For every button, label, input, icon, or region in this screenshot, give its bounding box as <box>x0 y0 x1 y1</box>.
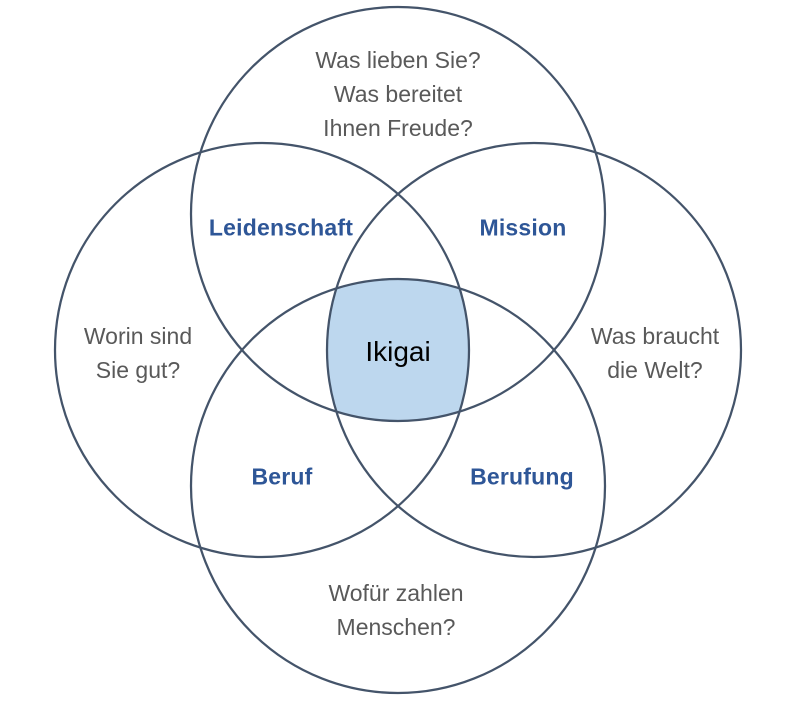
label-passion: Leidenschaft <box>208 214 354 241</box>
circle-paid-for <box>189 277 607 695</box>
circle-love <box>189 5 607 423</box>
question-love: Was lieben Sie? Was bereitet Ihnen Freud… <box>315 43 480 145</box>
question-love-line-1: Was lieben Sie? <box>315 47 481 73</box>
question-world-needs-line-1: Was braucht <box>590 323 720 349</box>
label-mission: Mission <box>479 214 567 241</box>
question-good-at-line-2: Sie gut? <box>95 357 181 383</box>
question-good-at: Worin sind Sie gut? <box>84 319 192 387</box>
question-paid-for-line-1: Wofür zahlen <box>328 580 464 606</box>
label-ikigai-center: Ikigai <box>365 336 431 367</box>
question-love-line-2: Was bereitet <box>333 81 463 107</box>
ikigai-center-region <box>327 279 469 421</box>
label-vocation: Berufung <box>470 463 574 490</box>
circle-good-at <box>53 141 471 559</box>
label-profession: Beruf <box>251 463 313 490</box>
question-world-needs: Was braucht die Welt? <box>591 319 719 387</box>
circle-world-needs <box>325 141 743 559</box>
question-paid-for-line-2: Menschen? <box>336 614 456 640</box>
question-good-at-line-1: Worin sind <box>83 323 193 349</box>
question-love-line-3: Ihnen Freude? <box>323 115 473 141</box>
question-world-needs-line-2: die Welt? <box>607 357 703 383</box>
question-paid-for: Wofür zahlen Menschen? <box>328 576 463 644</box>
